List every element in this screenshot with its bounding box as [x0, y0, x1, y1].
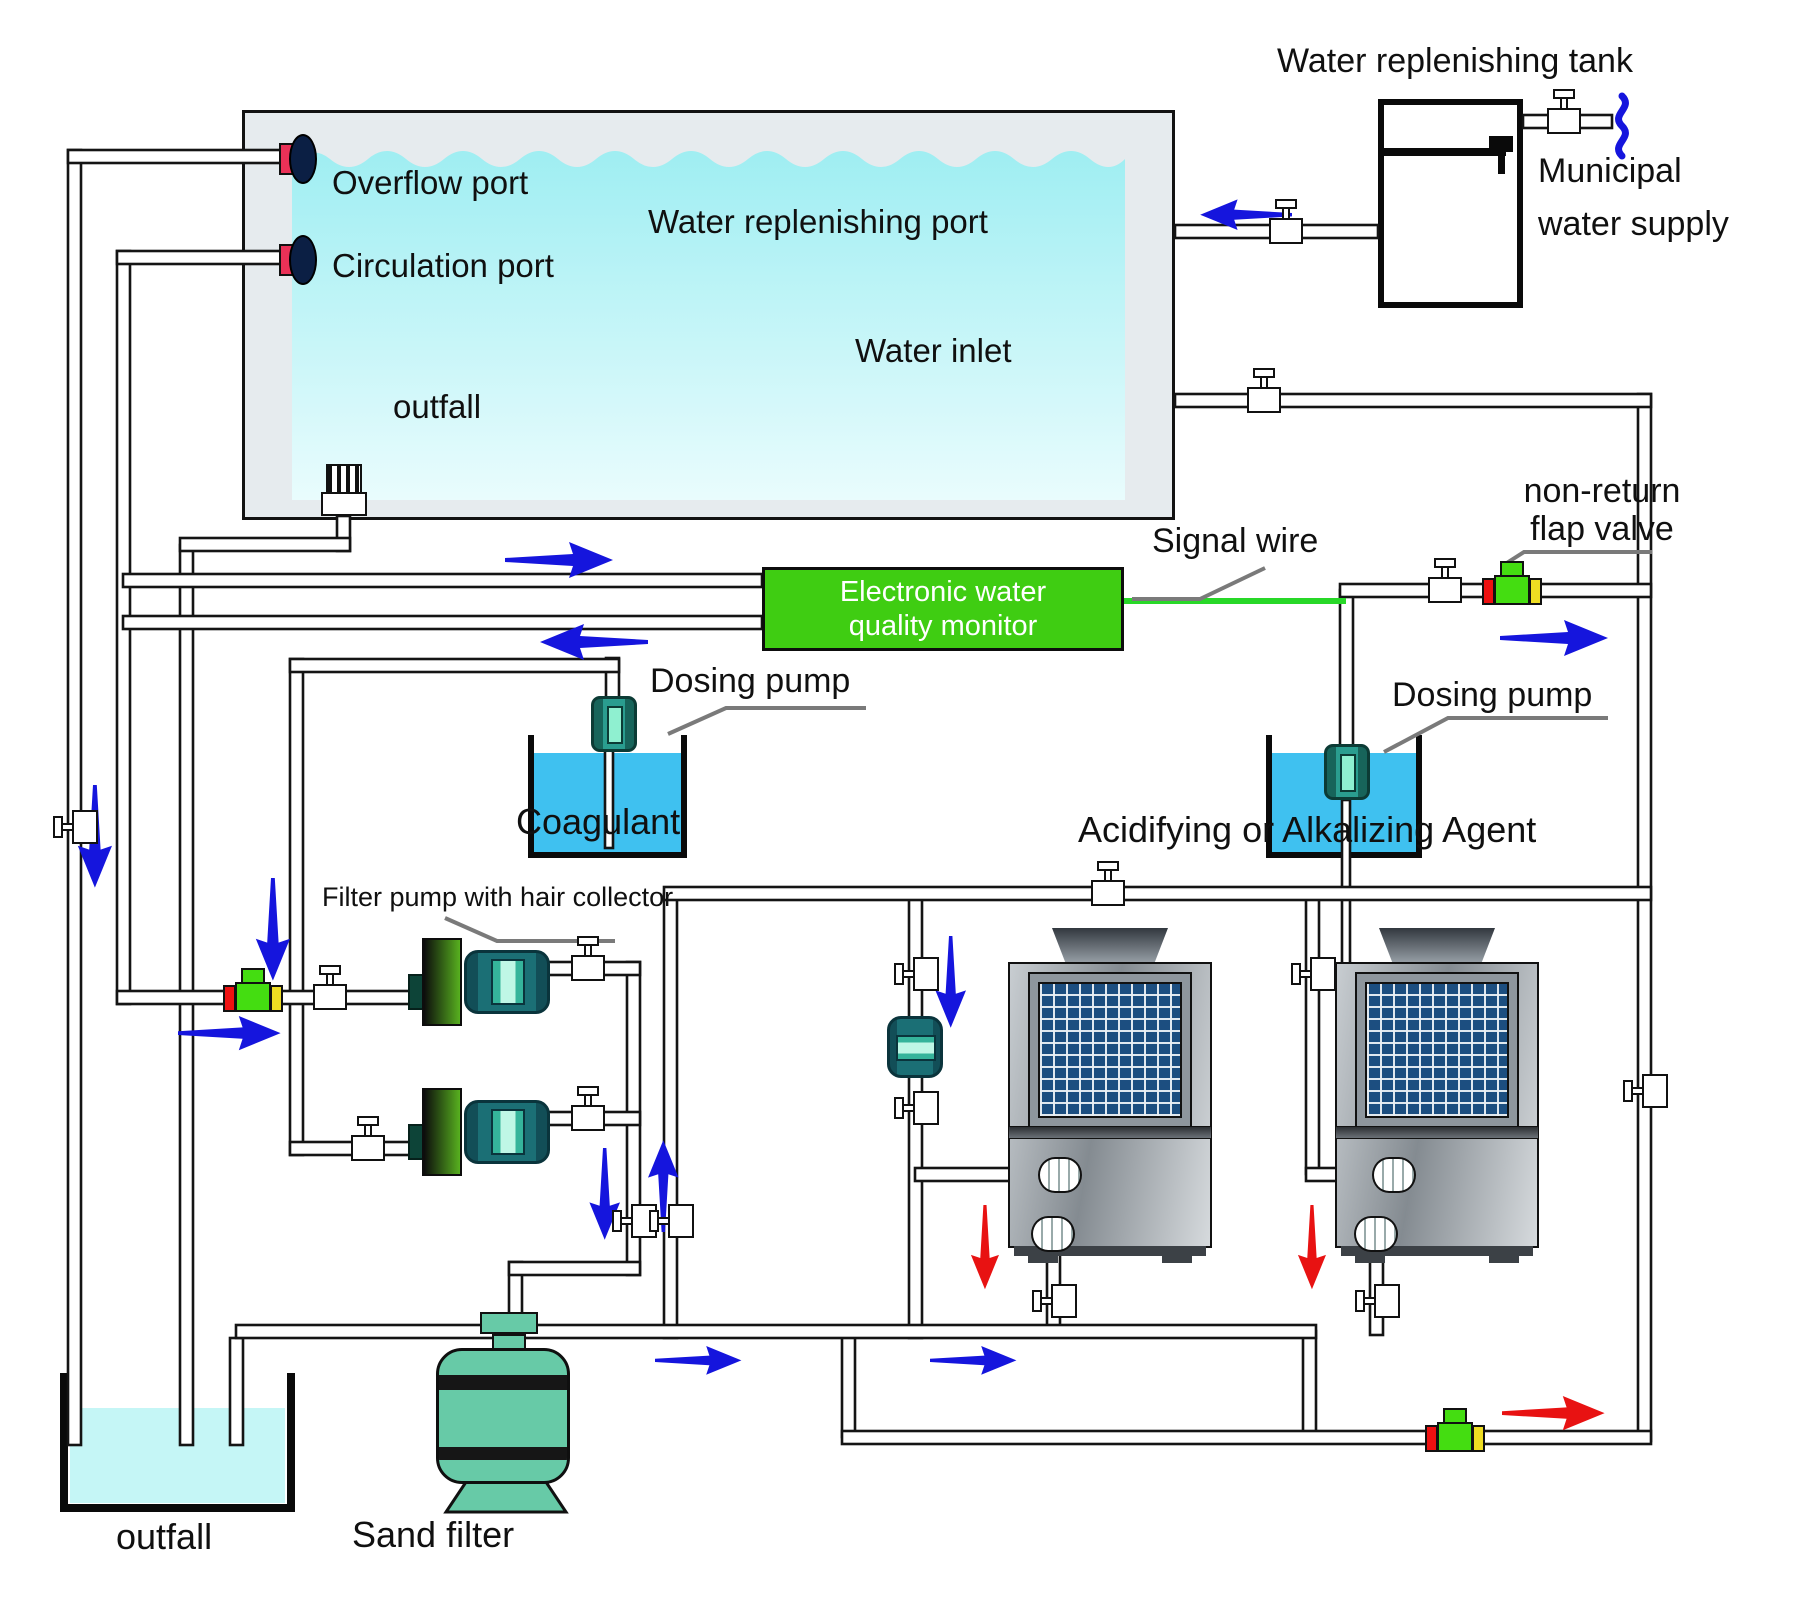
- circulation-port-icon: [289, 235, 317, 285]
- pool-water: [292, 151, 1125, 500]
- dosing-pump-coagulant-label: Dosing pump: [650, 662, 851, 700]
- vertical-pipes: [66, 148, 1653, 1447]
- valve-discharge2: [571, 1083, 605, 1131]
- pool-drain-grate: [326, 464, 362, 494]
- non-return-label-line2: flap valve: [1530, 510, 1674, 548]
- municipal-label-line1: Municipal: [1538, 152, 1682, 190]
- circulation-port-label: Circulation port: [332, 247, 554, 284]
- filter-pump-1: [464, 950, 550, 1014]
- valve-suction2: [351, 1113, 385, 1161]
- filter-pump-label: Filter pump with hair collector: [322, 882, 674, 912]
- pool-outfall-label: outfall: [393, 388, 482, 425]
- valve-pump-branch-top: [891, 957, 939, 991]
- signal-wire-line: [1124, 598, 1346, 604]
- signal-wire-leader: [1132, 566, 1266, 601]
- valve-discharge1: [571, 933, 605, 981]
- label-leaders: [444, 550, 1652, 943]
- municipal-water-icon: [1615, 92, 1629, 160]
- float-valve-level: [1384, 148, 1506, 156]
- flow-arrow-hp1-hot: [970, 1205, 999, 1290]
- valve-hp1-drain: [1029, 1284, 1077, 1318]
- hp2-inlet-union: [1372, 1157, 1416, 1193]
- flow-arrow-flapline: [1500, 620, 1608, 656]
- sand-filter-base: [443, 1480, 569, 1514]
- water-replenishing-tank: [1378, 99, 1523, 308]
- heat-pump-1: [1008, 928, 1212, 1270]
- sand-filter-label: Sand filter: [352, 1514, 515, 1555]
- water-quality-monitor: Electronic water quality monitor: [762, 567, 1124, 651]
- valve-main: [1091, 858, 1125, 906]
- water-replenishing-tank-label: Water replenishing tank: [1277, 42, 1633, 80]
- outfall-water: [70, 1408, 285, 1503]
- valve-flap-line: [1428, 555, 1462, 603]
- valve-hp2-feed: [1288, 957, 1336, 991]
- dosing-pump-agent: [1324, 744, 1370, 800]
- municipal-label-line2: water supply: [1538, 205, 1729, 243]
- sand-filter: [436, 1348, 570, 1484]
- heat-pump-2: [1335, 928, 1539, 1270]
- valve-overflow-line: [50, 810, 98, 844]
- sand-filter-flange-top: [480, 1312, 538, 1334]
- filter-pump-leader: [444, 916, 615, 943]
- coagulant-label: Coagulant: [516, 801, 681, 842]
- hp2-fan-cowl: [1379, 928, 1495, 964]
- overflow-port-label: Overflow port: [332, 164, 529, 201]
- monitor-label-line1: Electronic water: [839, 576, 1047, 608]
- flow-arrow-return-right: [1502, 1396, 1605, 1431]
- hp1-fan-cowl: [1052, 928, 1168, 964]
- check-valve-return: [1424, 1408, 1486, 1454]
- hp2-evaporator-coil: [1365, 982, 1509, 1118]
- valve-hp2-drain: [1352, 1284, 1400, 1318]
- flow-arrow-hp2-hot: [1297, 1205, 1326, 1290]
- valve-riser: [646, 1204, 694, 1238]
- hp1-outlet-union: [1031, 1216, 1075, 1252]
- valve-right-main: [1620, 1074, 1668, 1108]
- non-return-flap-valve: [1481, 561, 1543, 607]
- valve-municipal: [1547, 86, 1581, 134]
- filter-pump-2: [464, 1100, 550, 1164]
- flow-arrow-monitor-right: [505, 542, 613, 578]
- non-return-label-line1: non-return: [1523, 472, 1681, 510]
- check-valve-suction: [222, 968, 284, 1014]
- outfall-label: outfall: [116, 1516, 213, 1557]
- hp1-inlet-union: [1038, 1157, 1082, 1193]
- valve-suction1: [313, 962, 347, 1010]
- float-valve-icon: [1489, 136, 1513, 152]
- flow-arrow-bottom1: [655, 1346, 742, 1375]
- pool-drain-body: [321, 492, 367, 516]
- flow-arrow-hp-feed-down: [935, 936, 966, 1028]
- dosing-pump-right-leader: [1383, 716, 1608, 754]
- dosing-pump-agent-label: Dosing pump: [1392, 676, 1593, 714]
- valve-pump-branch-bottom: [891, 1091, 939, 1125]
- water-replenishing-port-label: Water replenishing port: [648, 203, 988, 240]
- valve-replenish: [1269, 196, 1303, 244]
- circulation-pump: [887, 1016, 943, 1078]
- dosing-pump-left-leader: [667, 706, 866, 736]
- hp1-evaporator-coil: [1038, 982, 1182, 1118]
- flow-arrow-bottom2: [930, 1346, 1017, 1375]
- monitor-label-line2: quality monitor: [848, 610, 1038, 642]
- hp2-outlet-union: [1354, 1216, 1398, 1252]
- flow-arrow-down-left2: [255, 878, 290, 981]
- overflow-port-icon: [289, 134, 317, 184]
- water-inlet-label: Water inlet: [855, 332, 1012, 369]
- float-valve-stem: [1498, 152, 1505, 174]
- dosing-pump-coagulant: [591, 696, 637, 752]
- signal-wire-label: Signal wire: [1152, 522, 1319, 560]
- valve-water-inlet: [1247, 365, 1281, 413]
- hair-collector-2: [422, 1088, 462, 1176]
- acid-agent-label: Acidifying or Alkalizing Agent: [1078, 809, 1537, 850]
- hair-collector-1: [422, 938, 462, 1026]
